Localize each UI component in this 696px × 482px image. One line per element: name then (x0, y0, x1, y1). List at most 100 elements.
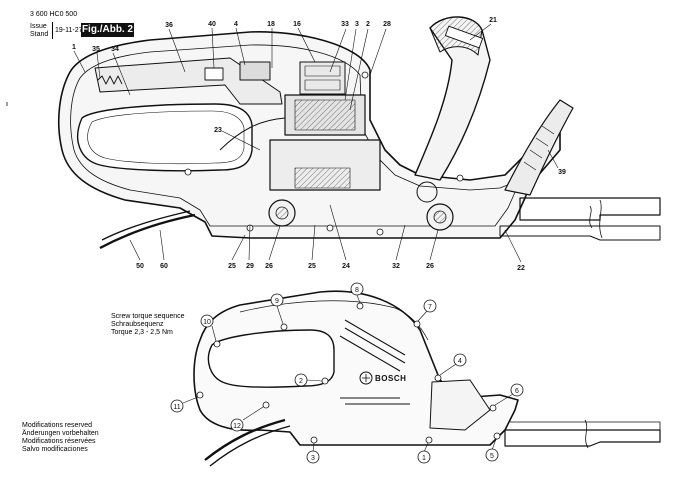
blade-lower (499, 225, 661, 241)
brush-holder (304, 65, 341, 91)
callout-32: 32 (392, 263, 400, 270)
svg-text:12: 12 (233, 423, 241, 430)
gearbox-detail (294, 167, 351, 189)
header-divider (52, 22, 53, 39)
housing-inner-wall (70, 44, 521, 227)
torque-view (193, 290, 661, 467)
torque-title-de: Schraubsequenz (111, 321, 164, 328)
screw-badge-1: 1 (417, 450, 431, 464)
handle-inner-rim (87, 110, 245, 165)
issue-label: Issue (30, 23, 47, 30)
screw-badge-11: 11 (170, 399, 184, 413)
callout-60: 60 (160, 263, 168, 270)
commutator (299, 61, 346, 95)
brand-mark: BOSCH (359, 371, 406, 385)
torque-blade-break (584, 419, 589, 449)
svg-text:8: 8 (355, 287, 359, 294)
torque-blade-2 (510, 421, 661, 430)
callout-16: 16 (293, 21, 301, 28)
torque-title-en: Screw torque sequence (111, 313, 185, 320)
torque-value: Torque 2,3 - 2,5 Nm (111, 329, 173, 336)
svg-text:5: 5 (490, 453, 494, 460)
torque-lower-slots (340, 397, 410, 405)
torque-gear-cover (429, 379, 491, 431)
callout-leaders (73, 23, 559, 263)
callout-33: 33 (341, 21, 349, 28)
screw-badge-6: 6 (510, 383, 524, 397)
callout-numbers-side: 23 39 (214, 127, 566, 176)
note-line: Salvo modificaciones (22, 446, 88, 453)
part-number: 3 600 HC0 500 (30, 11, 78, 18)
torque-cable (204, 418, 286, 461)
date: 19-11-27 (55, 27, 83, 34)
modification-notes: Modifications reserved Änderungen vorbeh… (22, 422, 99, 454)
svg-text:3: 3 (311, 455, 315, 462)
switch-block (239, 61, 271, 81)
callout-2: 2 (366, 21, 370, 28)
callout-25: 25 (228, 263, 236, 270)
switch-small (204, 67, 224, 81)
gear-right-hub (433, 210, 447, 224)
torque-screw-holes (196, 302, 501, 444)
handle-opening (77, 103, 253, 172)
callout-39: 39 (558, 169, 566, 176)
callout-21: 21 (489, 17, 497, 24)
torque-handle-opening (207, 329, 335, 388)
callout-18: 18 (267, 21, 275, 28)
grip-bar (94, 57, 283, 105)
svg-text:4: 4 (458, 358, 462, 365)
screw-badge-7: 7 (423, 299, 437, 313)
stand-label: Stand (30, 31, 49, 38)
callout-26: 26 (265, 263, 273, 270)
note-line: Änderungen vorbehalten (22, 430, 99, 437)
callout-35: 35 (92, 46, 100, 53)
callout-29: 29 (246, 263, 254, 270)
screw-badge-9: 9 (270, 293, 284, 307)
power-cable-2 (101, 210, 191, 241)
callout-numbers-top: 1 35 34 36 40 4 18 16 33 3 2 28 21 (72, 17, 497, 53)
callout-34: 34 (111, 46, 119, 53)
screw-badge-12: 12 (230, 418, 244, 432)
svg-text:11: 11 (173, 404, 180, 411)
callout-23: 23 (214, 127, 222, 134)
exploded-view (57, 16, 661, 250)
torque-blade (504, 429, 661, 447)
callout-36: 36 (165, 22, 173, 29)
blade-break-2 (599, 199, 603, 239)
svg-text:1: 1 (422, 455, 426, 462)
callout-4: 4 (234, 21, 238, 28)
note-line: Modifications réservées (22, 438, 96, 445)
hand-guard-ribs (523, 125, 555, 171)
svg-text:10: 10 (203, 319, 211, 326)
screw-badge-8: 8 (350, 282, 364, 296)
callout-28: 28 (383, 21, 391, 28)
figure-label: Fig./Abb. 2 (81, 23, 134, 37)
callout-26b: 26 (426, 263, 434, 270)
callout-24: 24 (342, 263, 350, 270)
svg-text:6: 6 (515, 388, 519, 395)
callout-50: 50 (136, 263, 144, 270)
hand-guard (504, 99, 574, 196)
motor-winding (294, 99, 356, 131)
callout-numbers-bottom: 50 60 25 29 26 25 24 32 26 22 (136, 263, 525, 272)
screw-badge-10: 10 (200, 314, 214, 328)
callout-22: 22 (517, 265, 525, 272)
svg-text:7: 7 (428, 304, 432, 311)
screw-badge-3: 3 (306, 450, 320, 464)
blade-shaft (519, 197, 661, 221)
screw-badge-2: 2 (294, 373, 308, 387)
torque-numbers: 1 2 3 4 5 6 7 8 9 10 11 12 (170, 282, 524, 464)
callout-40: 40 (208, 21, 216, 28)
blade-break (589, 205, 593, 229)
svg-text:2: 2 (299, 378, 303, 385)
torque-slots (339, 319, 406, 372)
callout-3: 3 (355, 21, 359, 28)
gear-left-hub (275, 206, 289, 220)
svg-text:9: 9 (275, 298, 279, 305)
screw-badge-5: 5 (485, 448, 499, 462)
spring (97, 75, 123, 85)
brand-text: BOSCH (375, 374, 406, 383)
torque-cable-2 (209, 425, 291, 467)
gear-mid (416, 181, 438, 203)
